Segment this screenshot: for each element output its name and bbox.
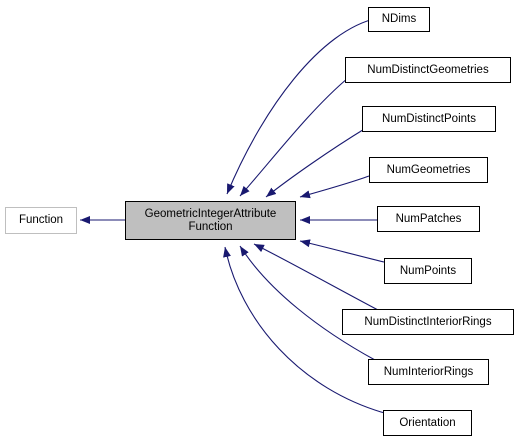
derived-class-label: NumPatches <box>395 212 462 225</box>
edge-num-geometries <box>299 175 370 199</box>
edge-orientation <box>223 246 389 415</box>
base-class-label: Function <box>18 214 64 226</box>
current-class-label-line2: Function <box>188 220 233 233</box>
derived-class-label: NumPoints <box>399 264 457 277</box>
derived-class-label: NumDistinctInteriorRings <box>364 315 492 328</box>
derived-class-label: NumInteriorRings <box>383 365 474 378</box>
derived-class-label: Orientation <box>399 416 456 429</box>
base-class-function[interactable]: Function <box>5 207 77 234</box>
derived-class-label: NumGeometries <box>386 163 471 176</box>
derived-class-num-distinct-geometries[interactable]: NumDistinctGeometries <box>345 57 511 83</box>
derived-class-num-distinct-points[interactable]: NumDistinctPoints <box>362 106 496 132</box>
derived-class-ndims[interactable]: NDims <box>368 7 430 32</box>
current-class-geometric-integer-attribute-function: GeometricIntegerAttribute Function <box>125 201 296 240</box>
current-class-label-line1: GeometricIntegerAttribute <box>144 207 277 220</box>
edge-num-distinct-geometries <box>239 77 349 197</box>
edge-num-distinct-points <box>265 127 367 198</box>
edge-num-distinct-interior-rings <box>253 243 379 311</box>
derived-class-num-distinct-interior-rings[interactable]: NumDistinctInteriorRings <box>342 309 514 335</box>
derived-class-orientation[interactable]: Orientation <box>383 410 472 436</box>
edge-ndims <box>226 17 379 195</box>
derived-class-num-patches[interactable]: NumPatches <box>377 206 480 232</box>
derived-class-label: NumDistinctPoints <box>382 112 476 125</box>
edge-num-points <box>299 239 385 263</box>
derived-class-num-interior-rings[interactable]: NumInteriorRings <box>368 359 489 385</box>
derived-class-label: NumDistinctGeometries <box>367 63 489 76</box>
edge-num-interior-rings <box>239 245 376 361</box>
derived-class-label: NDims <box>381 13 417 25</box>
derived-class-num-points[interactable]: NumPoints <box>384 258 472 284</box>
derived-class-num-geometries[interactable]: NumGeometries <box>369 157 488 183</box>
